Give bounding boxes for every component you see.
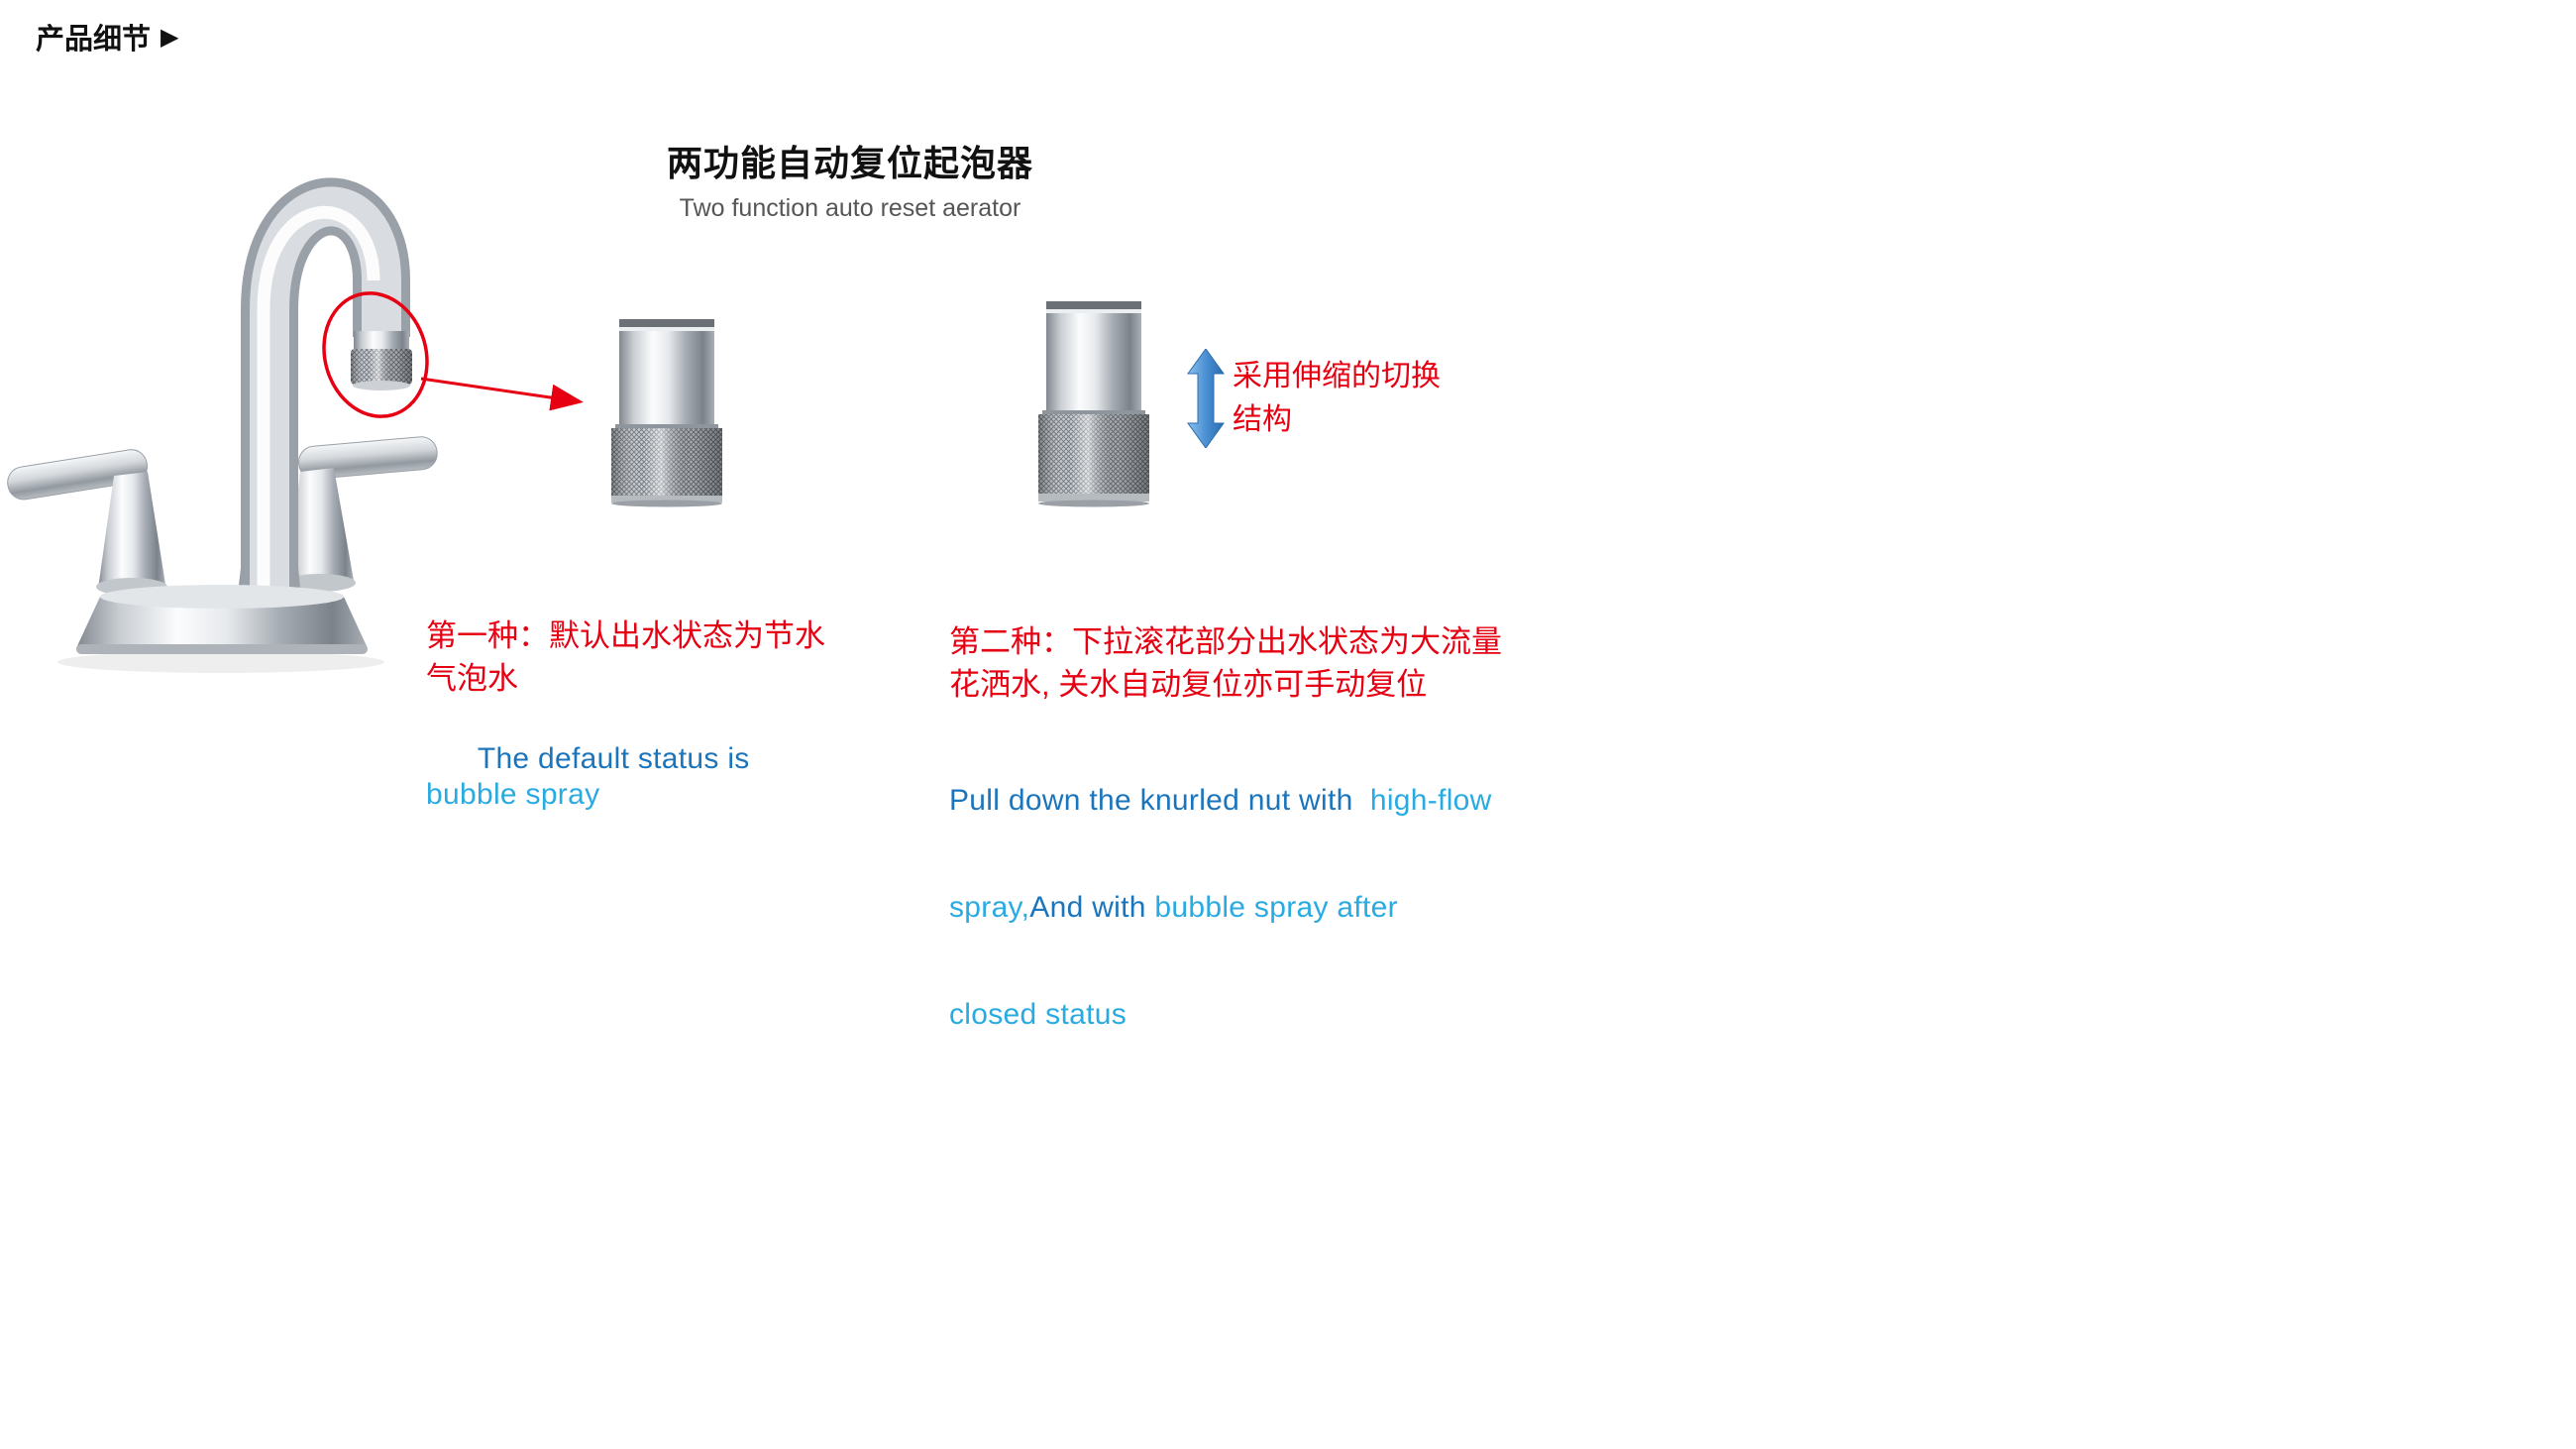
telescopic-note-line1: 采用伸缩的切换 <box>1233 360 1441 392</box>
mode2-zh-text: 第二种：下拉滚花部分出水状态为大流量 花洒水, 关水自动复位亦可手动复位 <box>949 620 1524 706</box>
faucet-tip-aerator <box>351 331 412 390</box>
mode2-zh-line2: 花洒水, 关水自动复位亦可手动复位 <box>949 667 1428 702</box>
mode1-zh-line2: 气泡水 <box>426 661 518 696</box>
telescopic-note-line2: 结构 <box>1233 403 1292 436</box>
mode2-en-line1-dark: Pull down the knurled nut with <box>949 784 1362 817</box>
mode1-zh-text: 第一种：默认出水状态为节水 气泡水 <box>426 614 842 700</box>
mode1-zh-line1: 第一种：默认出水状态为节水 <box>426 618 825 653</box>
faucet-image <box>7 177 438 673</box>
section-header: 产品细节 ▶ <box>36 16 178 57</box>
mode2-en-line1: Pull down the knurled nut with high-flow <box>949 783 1524 819</box>
mode2-en-line1-light: high-flow <box>1361 784 1492 817</box>
aerator-telescopic-image <box>1038 301 1149 507</box>
mode1-en-dark: The default status is <box>477 742 759 775</box>
mode2-en-line3-light: closed status <box>949 998 1127 1031</box>
mode2-zh-line1: 第二种：下拉滚花部分出水状态为大流量 <box>949 624 1502 659</box>
telescopic-note: 采用伸缩的切换 结构 <box>1233 355 1441 442</box>
mode2-en-line3: closed status <box>949 997 1524 1033</box>
mode1-en-text: The default status is bubble spray <box>426 706 822 848</box>
telescopic-arrow-icon <box>1187 349 1225 448</box>
page-title: 两功能自动复位起泡器 <box>666 143 1033 183</box>
section-header-label: 产品细节 <box>36 24 152 56</box>
pointer-arrow-icon <box>420 377 584 411</box>
mode2-en-text: Pull down the knurled nut with high-flow… <box>949 712 1524 1104</box>
mode2-en-line2: spray,And with bubble spray after <box>949 890 1524 926</box>
mode1-description: 第一种：默认出水状态为节水 气泡水 The default status is … <box>426 614 842 848</box>
header-arrow-icon: ▶ <box>161 24 179 51</box>
page-subtitle: Two function auto reset aerator <box>679 194 1021 222</box>
faucet-left-handle <box>7 449 149 501</box>
mode2-en-line2-light-b: bubble spray after <box>1154 891 1398 924</box>
mode2-description: 第二种：下拉滚花部分出水状态为大流量 花洒水, 关水自动复位亦可手动复位 Pul… <box>949 620 1524 1104</box>
mode2-en-line2-dark: And with <box>1029 891 1155 924</box>
aerator-annotation <box>322 291 584 418</box>
mode2-en-line2-light-a: spray, <box>949 891 1030 924</box>
mode1-en-light: bubble spray <box>426 778 600 811</box>
aerator-default-image <box>611 319 722 507</box>
highlight-circle-icon <box>322 291 429 418</box>
